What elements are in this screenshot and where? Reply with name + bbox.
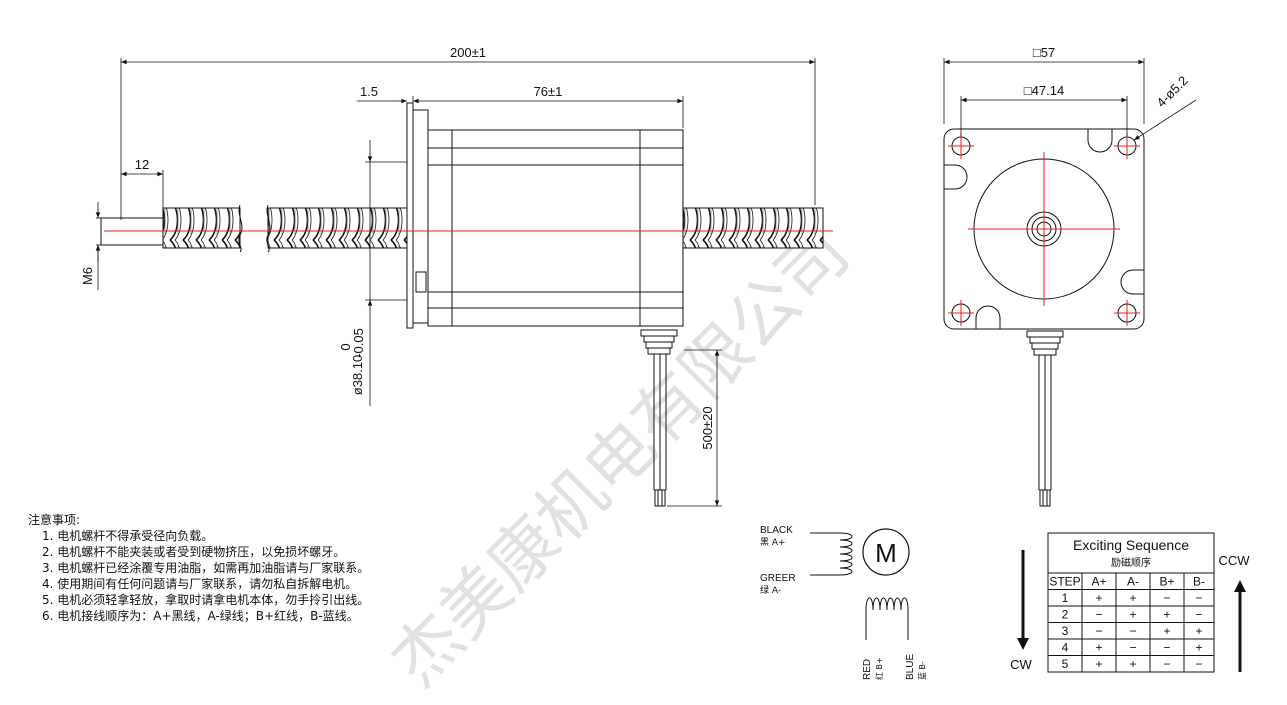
sequence-cell: − bbox=[1163, 641, 1170, 655]
wiring-diagram: BLACK 黑 A+ GREER 绿 A- M RED 红 B+ BLUE 蓝 … bbox=[760, 525, 927, 680]
wire-red-cn: 红 B+ bbox=[874, 657, 884, 680]
note-item: 4. 使用期间有任何问题请与厂家联系，请勿私自拆解电机。 bbox=[42, 577, 358, 591]
notes-block: 注意事项: 1. 电机螺杆不得承受径向负载。 2. 电机螺杆不能夹装或者受到硬物… bbox=[28, 512, 369, 624]
sequence-cell: + bbox=[1129, 657, 1136, 671]
sequence-header-cell: B+ bbox=[1159, 575, 1174, 589]
break-line bbox=[266, 204, 271, 253]
sequence-cell: 1 bbox=[1062, 591, 1069, 605]
dim-body-length: 76±1 bbox=[534, 84, 563, 99]
sequence-cell: + bbox=[1195, 641, 1202, 655]
sequence-subtitle: 励磁顺序 bbox=[1111, 556, 1151, 569]
sequence-cell: + bbox=[1129, 591, 1136, 605]
sequence-cell: − bbox=[1163, 657, 1170, 671]
dim-pilot-tol-upper: 0 bbox=[338, 343, 353, 350]
sequence-header-cell: A+ bbox=[1091, 575, 1106, 589]
sequence-cell: − bbox=[1195, 657, 1202, 671]
dim-frame-size: □57 bbox=[1033, 45, 1055, 60]
motor-symbol bbox=[862, 528, 910, 576]
dim-pilot-tol-lower: -0.05 bbox=[351, 328, 366, 358]
sequence-cell: + bbox=[1095, 591, 1102, 605]
wire-black-label: BLACK bbox=[760, 525, 793, 536]
flange bbox=[406, 102, 414, 329]
note-item: 5. 电机必须轻拿轻放，拿取时请拿电机本体，勿手拎引出线。 bbox=[42, 593, 370, 607]
sequence-header-cell: A- bbox=[1127, 575, 1139, 589]
sequence-cell: 3 bbox=[1062, 624, 1069, 638]
sequence-cell: − bbox=[1195, 608, 1202, 622]
sequence-cell: 5 bbox=[1062, 657, 1069, 671]
sequence-cell: + bbox=[1095, 657, 1102, 671]
sequence-cell: − bbox=[1129, 641, 1136, 655]
dim-flange-thickness: 1.5 bbox=[360, 84, 378, 99]
cw-label: CW bbox=[1010, 657, 1032, 672]
sequence-cell: 2 bbox=[1062, 608, 1069, 622]
note-item: 1. 电机螺杆不得承受径向负载。 bbox=[42, 529, 214, 543]
front-view bbox=[943, 58, 1197, 507]
side-view bbox=[95, 58, 833, 507]
coil-b bbox=[865, 597, 909, 640]
dim-total-length: 200±1 bbox=[450, 45, 486, 60]
wire-blue-label: BLUE bbox=[905, 654, 916, 680]
break-line bbox=[238, 204, 243, 253]
wire-black-cn: 黑 A+ bbox=[760, 537, 786, 548]
dim-lead-length: 500±20 bbox=[700, 406, 715, 449]
motor-body bbox=[427, 129, 684, 327]
sequence-cell: − bbox=[1095, 608, 1102, 622]
coil-a bbox=[810, 532, 853, 576]
notes-title: 注意事项: bbox=[28, 513, 81, 527]
sequence-header-cell: STEP bbox=[1049, 575, 1080, 589]
sequence-cell: + bbox=[1163, 608, 1170, 622]
note-item: 3. 电机螺杆已经涂覆专用油脂，如需再加油脂请与厂家联系。 bbox=[42, 561, 370, 575]
wire-green-cn: 绿 A- bbox=[760, 584, 781, 596]
screw-thread-mid bbox=[267, 207, 408, 249]
dim-shaft-end: 12 bbox=[135, 157, 149, 172]
sequence-cell: − bbox=[1095, 624, 1102, 638]
note-item: 6. 电机接线顺序为：A+黑线，A-绿线；B+红线，B-蓝线。 bbox=[42, 609, 359, 623]
sequence-header-cell: B- bbox=[1193, 575, 1205, 589]
sequence-cell: − bbox=[1195, 591, 1202, 605]
ccw-label: CCW bbox=[1218, 553, 1250, 568]
sequence-cell: 4 bbox=[1062, 641, 1069, 655]
screw-thread-right bbox=[682, 207, 824, 249]
sequence-cell: + bbox=[1129, 608, 1136, 622]
dim-mount-holes: 4-ø5.2 bbox=[1154, 73, 1191, 110]
sequence-table: Exciting Sequence 励磁顺序 STEP A+ A- B+ B- 1 + + − −… bbox=[1010, 532, 1250, 673]
wire-blue-cn: 蓝 B- bbox=[917, 661, 927, 680]
sequence-cell: + bbox=[1095, 641, 1102, 655]
screw-thread-left bbox=[162, 207, 241, 249]
sequence-title: Exciting Sequence bbox=[1073, 537, 1189, 553]
wire-red-label: RED bbox=[862, 659, 873, 680]
wire-green-label: GREER bbox=[760, 573, 796, 584]
sequence-cell: − bbox=[1163, 591, 1170, 605]
note-item: 2. 电机螺杆不能夹装或者受到硬物挤压，以免损坏螺牙。 bbox=[42, 545, 346, 559]
sequence-cell: − bbox=[1129, 624, 1136, 638]
sequence-cell: + bbox=[1163, 624, 1170, 638]
dim-thread: M6 bbox=[80, 267, 95, 285]
motor-symbol-label: M bbox=[875, 538, 897, 568]
sequence-cell: + bbox=[1195, 624, 1202, 638]
dim-pilot-diameter: ø38.10 bbox=[350, 355, 365, 395]
dim-hole-spacing: □47.14 bbox=[1024, 83, 1064, 98]
